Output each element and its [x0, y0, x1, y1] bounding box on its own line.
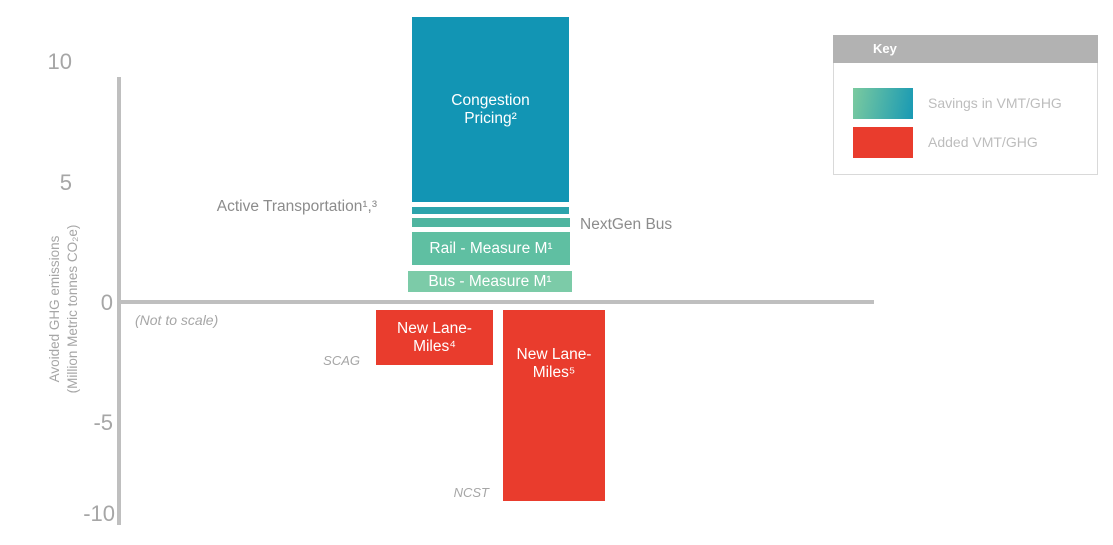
bar-new-lane-miles-scag-label: New Lane-Miles⁴ [397, 319, 472, 355]
x-axis-line [117, 300, 874, 304]
bar-congestion-pricing: Congestion Pricing² [412, 17, 569, 202]
bar-bus-measure-m: Bus - Measure M¹ [408, 271, 572, 292]
bar-new-lane-miles-scag: New Lane-Miles⁴ [376, 310, 493, 365]
y-axis-title-line1: Avoided GHG emissions [47, 235, 62, 383]
y-tick-minus5: -5 [93, 410, 113, 435]
active-transportation-label: Active Transportation¹,³ [216, 198, 377, 215]
legend-swatch-added [853, 127, 913, 158]
bar-new-lane-miles-ncst: New Lane-Miles⁵ [503, 310, 605, 501]
legend-body: Savings in VMT/GHG Added VMT/GHG [833, 63, 1098, 175]
bar-nextgen-bus [412, 218, 570, 227]
bar-congestion-pricing-label: Congestion Pricing² [451, 91, 530, 127]
legend-title: Key [833, 35, 1098, 63]
legend: Key Savings in VMT/GHG Added VMT/GHG [833, 35, 1098, 175]
bar-rail-measure-m: Rail - Measure M¹ [412, 232, 570, 265]
y-tick-0: 0 [100, 290, 113, 315]
bar-rail-measure-m-label: Rail - Measure M¹ [429, 239, 553, 257]
scag-source-label: SCAG [323, 353, 360, 368]
y-tick-minus10: -10 [83, 501, 115, 526]
y-tick-10: 10 [47, 49, 72, 74]
not-to-scale-note: (Not to scale) [135, 312, 219, 328]
bar-new-lane-miles-ncst-label: New Lane-Miles⁵ [516, 346, 592, 381]
bar-bus-measure-m-label: Bus - Measure M¹ [428, 272, 552, 290]
legend-label-savings: Savings in VMT/GHG [928, 95, 1062, 111]
legend-swatch-savings [853, 88, 913, 119]
legend-label-added: Added VMT/GHG [928, 134, 1038, 150]
y-tick-5: 5 [59, 170, 72, 195]
bar-active-transportation [412, 207, 569, 214]
ncst-source-label: NCST [453, 485, 489, 500]
nextgen-bus-label: NextGen Bus [580, 216, 673, 233]
